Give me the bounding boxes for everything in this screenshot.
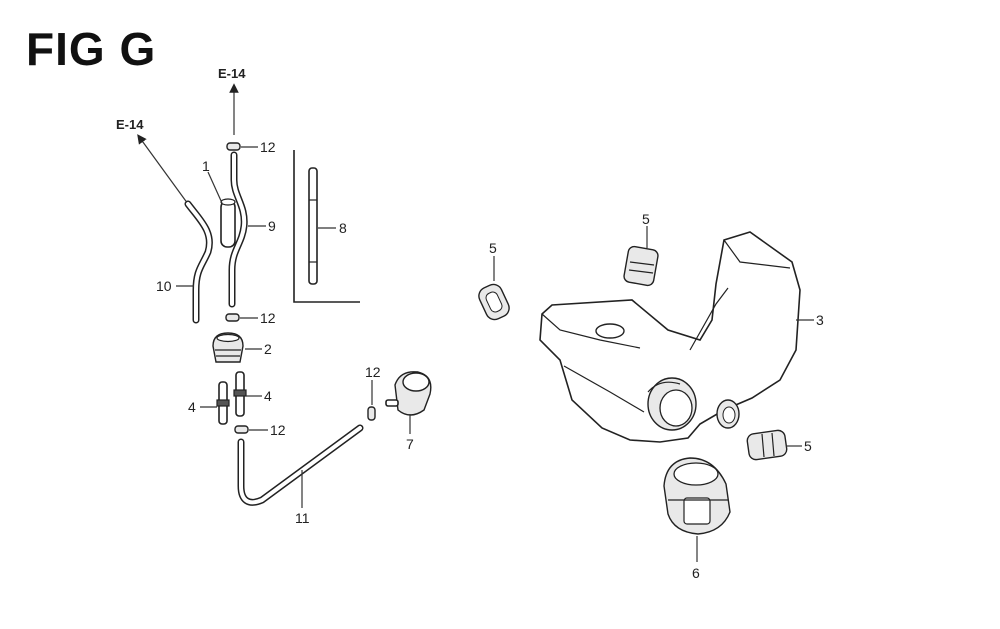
callout-12-right: 12 [365,364,381,380]
joint-4-left: 4 [188,381,230,425]
callout-1: 1 [202,158,210,174]
fuel-hose-11: 11 [237,424,364,526]
damper-5-top: 5 [623,211,659,287]
callout-3: 3 [816,312,824,328]
damper-5-left: 5 [478,240,510,321]
fuel-hose-9: 9 [228,151,276,308]
callout-5-right: 5 [804,438,812,454]
fuel-tank-3: 3 [539,231,824,443]
callout-12-mid: 12 [260,310,276,326]
ref-label-left: E-14 [116,117,144,132]
joint-4-right: 4 [233,371,272,417]
callout-4-left: 4 [188,399,196,415]
guide-rod-8: 8 [308,167,347,285]
ref-label-top: E-14 [218,66,246,81]
fuel-cap-6: 6 [663,457,731,581]
callout-12-top: 12 [260,139,276,155]
callout-7: 7 [406,436,414,452]
ref-arrow-left: E-14 [116,117,189,205]
callout-6: 6 [692,565,700,581]
callout-8: 8 [339,220,347,236]
callout-5-top: 5 [642,211,650,227]
callout-11: 11 [295,510,310,526]
fuel-filter-7: 7 [385,371,432,452]
grommet-2: 2 [212,332,272,363]
clip-12-top: 12 [226,139,276,155]
clip-12-low: 12 [234,422,286,438]
clip-12-mid: 12 [225,310,276,326]
callout-5-left: 5 [489,240,497,256]
ref-arrow-top: E-14 [218,66,246,135]
callout-9: 9 [268,218,276,234]
callout-12-low: 12 [270,422,286,438]
callout-2: 2 [264,341,272,357]
figure-title: FIG G [26,23,157,75]
fuel-hose-10: 10 [156,200,213,324]
clip-12-right: 12 [365,364,381,421]
damper-5-right: 5 [746,429,812,461]
tank-filler-neck [647,377,697,431]
callout-10: 10 [156,278,172,294]
callout-4-right: 4 [264,388,272,404]
bracket-frame [293,150,360,303]
fuel-hose-1: 1 [202,158,236,248]
